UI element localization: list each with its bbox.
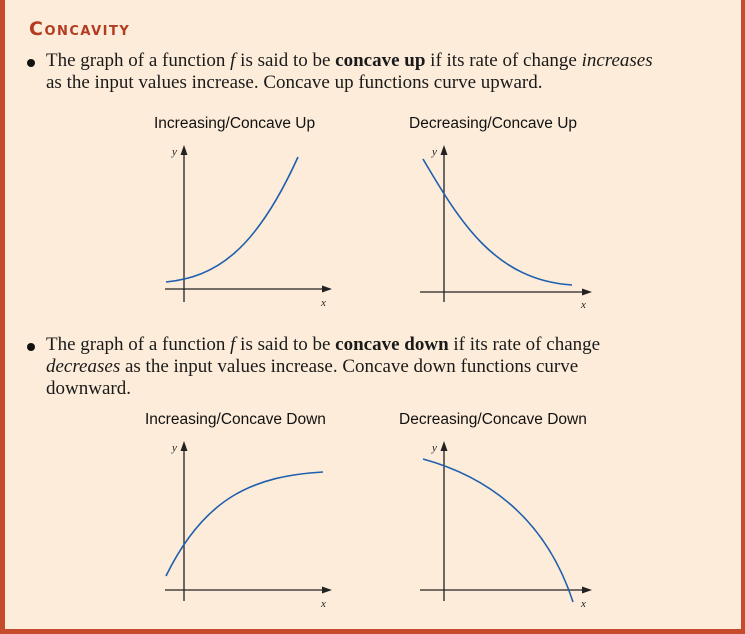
emphasis-decreases: decreases [46, 356, 121, 377]
y-axis-arrow [440, 441, 448, 451]
text-span: The graph of a function [46, 50, 231, 71]
y-axis-arrow [180, 145, 188, 155]
graph-increasing-concave-down: y x [165, 441, 332, 610]
x-axis-label: x [580, 598, 586, 610]
graph-title-decreasing-concave-up: Decreasing/Concave Up [409, 115, 578, 132]
concave-down-term: concave down [335, 334, 449, 355]
curve-increasing-concave-up [165, 156, 299, 283]
text-span: if its rate of change [425, 50, 582, 71]
y-axis-label: y [431, 146, 437, 158]
graph-decreasing-concave-down: y x [420, 441, 592, 610]
text-span: is said to be [235, 334, 336, 355]
y-axis-arrow [180, 441, 188, 451]
y-axis-arrow [440, 145, 448, 155]
text-span: as the input values increase. Concave up… [46, 72, 543, 93]
concave-up-definition: The graph of a function f is said to be … [46, 50, 736, 94]
y-axis-label: y [431, 442, 437, 454]
x-axis-arrow [582, 586, 592, 594]
y-axis-label: y [171, 442, 177, 454]
section-heading: Concavity [29, 18, 131, 40]
graph-increasing-concave-up: y x [165, 145, 332, 309]
x-axis-arrow [322, 285, 332, 293]
graph-title-decreasing-concave-down: Decreasing/Concave Down [399, 411, 587, 428]
x-axis-label: x [320, 297, 326, 309]
text-span: downward. [46, 378, 131, 399]
x-axis-arrow [322, 586, 332, 594]
bullet-dot [27, 59, 35, 67]
concavity-box: Concavity The graph of a function f is s… [5, 0, 741, 629]
text-span: The graph of a function [46, 334, 231, 355]
curve-decreasing-concave-up [422, 158, 573, 286]
x-axis-label: x [580, 299, 586, 311]
text-span: if its rate of change [448, 334, 601, 355]
text-span: as the input values increase. Concave do… [120, 356, 579, 377]
emphasis-increases: increases [581, 50, 653, 71]
bullet-dot [27, 343, 35, 351]
graph-decreasing-concave-up: y x [420, 145, 592, 311]
x-axis-label: x [320, 598, 326, 610]
y-axis-label: y [171, 146, 177, 158]
curve-increasing-concave-down [165, 471, 324, 577]
graph-title-increasing-concave-up: Increasing/Concave Up [154, 115, 316, 132]
function-symbol: f [230, 50, 236, 71]
x-axis-arrow [582, 288, 592, 296]
graph-title-increasing-concave-down: Increasing/Concave Down [145, 411, 326, 428]
concave-up-term: concave up [335, 50, 426, 71]
function-symbol: f [230, 334, 236, 355]
text-span: is said to be [235, 50, 336, 71]
concave-down-definition: The graph of a function f is said to be … [46, 334, 736, 400]
curve-decreasing-concave-down [422, 458, 574, 603]
